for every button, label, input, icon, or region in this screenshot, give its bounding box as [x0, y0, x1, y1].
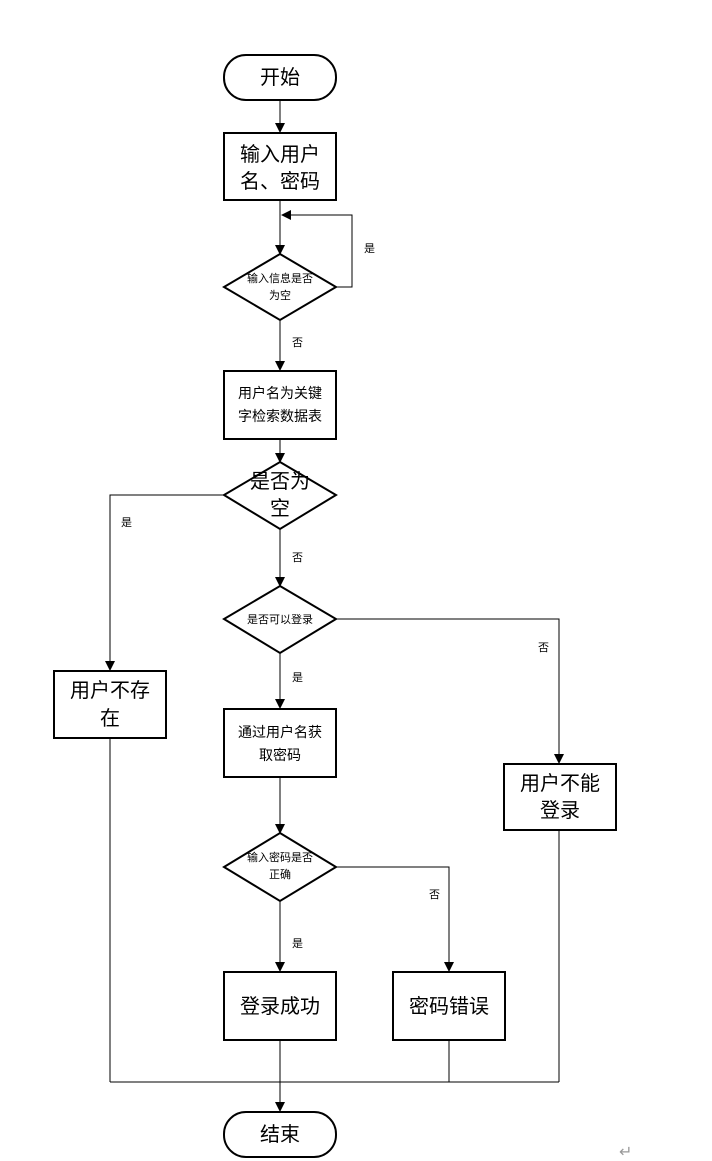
- node-check-empty: 输入信息是否 为空: [222, 252, 338, 322]
- decision-shape: [222, 831, 338, 903]
- paragraph-mark-icon: ↵: [619, 1142, 632, 1161]
- edge-label-yes-loop: 是: [364, 242, 375, 255]
- decision-shape: [222, 460, 338, 531]
- is-empty-label-2: 空: [270, 496, 290, 520]
- node-search: 用户名为关键 字检索数据表: [223, 370, 337, 440]
- edge-empty-yes: [105, 494, 224, 671]
- is-empty-label-1: 是否为: [250, 469, 310, 493]
- edge-label-yes-success: 是: [292, 937, 303, 950]
- edge-label-no-cannot-login: 否: [538, 641, 549, 654]
- cannot-login-label-1: 用户不能: [520, 771, 600, 795]
- node-pwd-correct: 输入密码是否 正确: [222, 831, 338, 903]
- not-exist-label-1: 用户不存: [70, 678, 150, 702]
- edge-can-login-no: [336, 618, 564, 764]
- edge-label-no-1: 否: [292, 336, 303, 349]
- process-shape: [223, 132, 337, 201]
- login-success-label: 登录成功: [240, 994, 320, 1018]
- node-end: 结束: [223, 1111, 337, 1158]
- start-label: 开始: [260, 65, 300, 89]
- decision-shape: [222, 584, 338, 655]
- node-can-login: 是否可以登录: [222, 584, 338, 655]
- input-user-label-2: 名、密码: [240, 169, 320, 193]
- cannot-login-label-2: 登录: [540, 798, 580, 822]
- get-pwd-label-2: 取密码: [259, 747, 301, 764]
- edge-pwd-no: [336, 866, 454, 972]
- pwd-correct-label-2: 正确: [269, 868, 291, 881]
- pwd-error-label: 密码错误: [409, 994, 489, 1018]
- node-is-empty: 是否为 空: [222, 460, 338, 531]
- can-login-label: 是否可以登录: [247, 612, 313, 626]
- edge-labels: 是 否 是 否 否 是 否 是: [121, 242, 549, 950]
- edge-check-yes-loop: [281, 210, 353, 288]
- pwd-correct-label-1: 输入密码是否: [247, 850, 313, 864]
- process-shape: [503, 763, 617, 831]
- process-shape: [53, 670, 167, 739]
- search-label-1: 用户名为关键: [238, 385, 322, 402]
- node-cannot-login: 用户不能 登录: [503, 763, 617, 831]
- edge-label-no-pwd-error: 否: [429, 888, 440, 901]
- input-user-label-1: 输入用户: [240, 142, 320, 166]
- node-input-user: 输入用户 名、密码: [223, 132, 337, 201]
- connectors: [105, 100, 564, 1112]
- edge-label-yes-not-exist: 是: [121, 516, 132, 529]
- node-pwd-error: 密码错误: [392, 971, 506, 1041]
- terminator-shape: [223, 1111, 337, 1158]
- get-pwd-label-1: 通过用户名获: [238, 724, 322, 741]
- edge-label-yes-get-pwd: 是: [292, 671, 303, 684]
- process-shape: [392, 971, 506, 1041]
- check-empty-label-2: 为空: [269, 288, 291, 302]
- node-login-success: 登录成功: [223, 971, 337, 1041]
- node-start: 开始: [223, 54, 337, 101]
- node-get-pwd: 通过用户名获 取密码: [223, 708, 337, 778]
- decision-shape: [222, 252, 338, 322]
- not-exist-label-2: 在: [100, 706, 120, 730]
- search-label-2: 字检索数据表: [238, 408, 322, 425]
- node-not-exist: 用户不存 在: [53, 670, 167, 739]
- process-shape: [223, 370, 337, 440]
- edge-label-no-2: 否: [292, 551, 303, 564]
- process-shape: [223, 708, 337, 778]
- process-shape: [223, 971, 337, 1041]
- terminator-shape: [223, 54, 337, 101]
- check-empty-label-1: 输入信息是否: [247, 271, 313, 285]
- end-label: 结束: [260, 1122, 300, 1146]
